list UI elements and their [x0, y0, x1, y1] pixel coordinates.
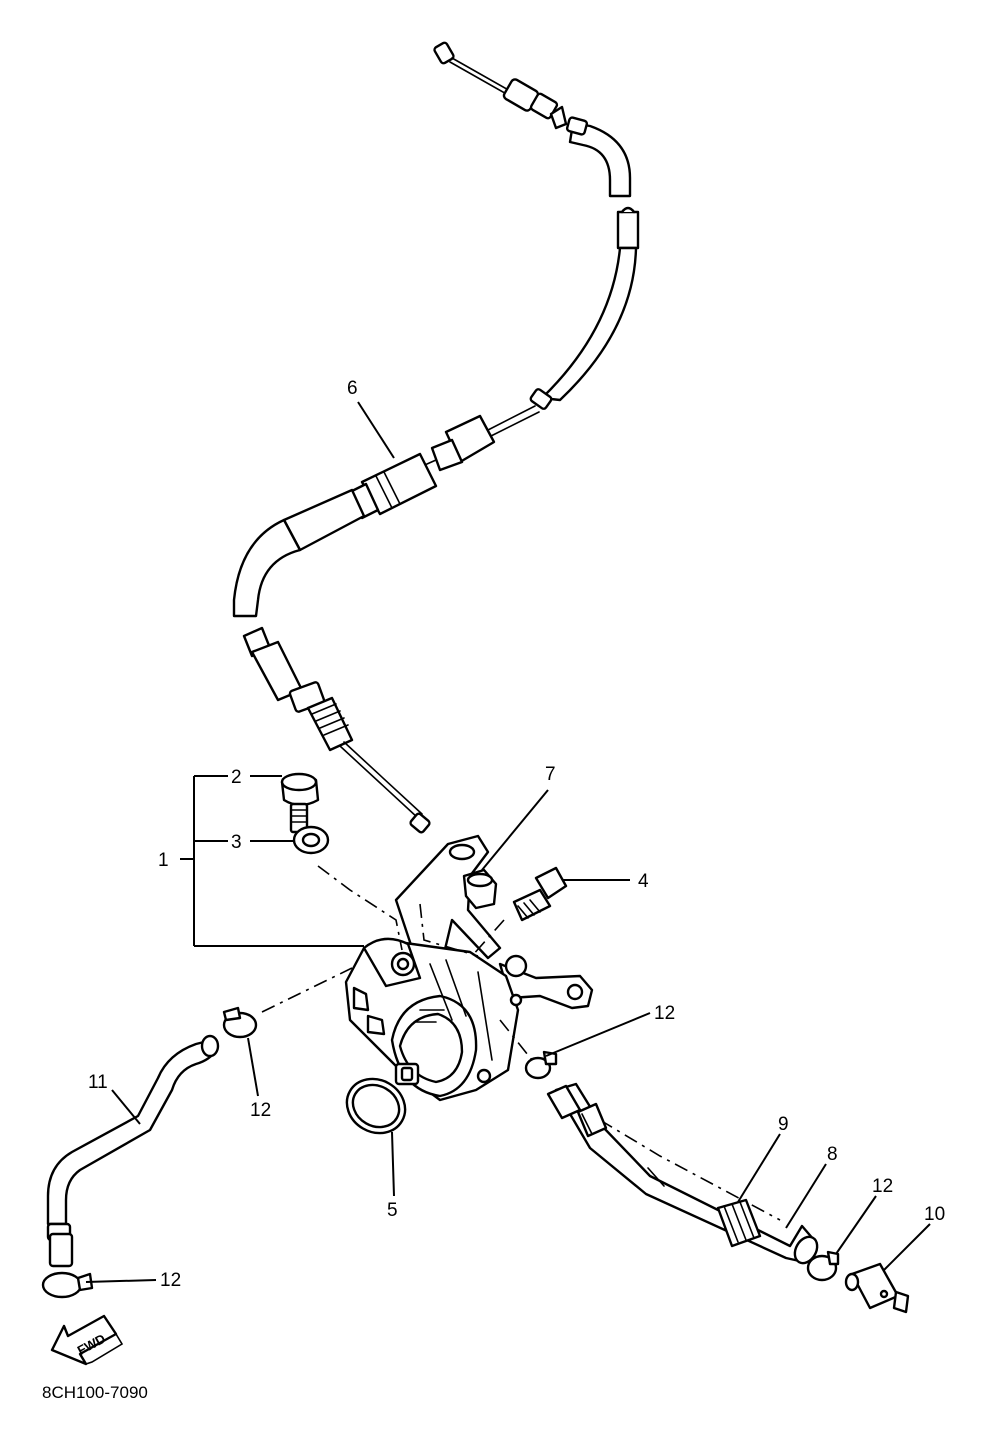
centerline-screw	[471, 919, 505, 957]
bolt-2[interactable]	[280, 772, 320, 834]
washer-3[interactable]	[292, 825, 330, 855]
clamp-12-lower-left[interactable]	[41, 1271, 94, 1299]
callout-1: 1	[158, 850, 169, 871]
callout-6: 6	[347, 378, 358, 399]
diagram-code: 8CH100-7090	[42, 1383, 148, 1402]
callout-10: 10	[924, 1204, 945, 1225]
clamp-12-right-lower[interactable]	[806, 1250, 840, 1282]
callout-7: 7	[545, 764, 556, 785]
callout-12-left-hose: 12	[250, 1100, 271, 1121]
callout-11: 11	[88, 1072, 108, 1093]
centerline-bracket	[419, 903, 479, 957]
centerline-hose-left	[261, 967, 353, 1013]
callout-2: 2	[231, 767, 242, 788]
centerline-washer	[317, 865, 403, 951]
clamp-12-right-upper[interactable]	[524, 1050, 558, 1080]
callout-5: 5	[387, 1200, 398, 1221]
oil-pump[interactable]	[344, 834, 594, 1102]
nut-7[interactable]	[462, 868, 498, 910]
callout-12-right-lower: 12	[872, 1176, 893, 1197]
hose-11[interactable]	[46, 1034, 220, 1268]
fitting-10[interactable]	[844, 1262, 910, 1314]
sleeve-9[interactable]	[576, 1102, 762, 1248]
centerline-right	[499, 1019, 533, 1061]
callout-4: 4	[638, 871, 649, 892]
callout-12-right-upper: 12	[654, 1003, 675, 1024]
fwd-arrow-icon: FWD	[50, 1314, 124, 1366]
callout-3: 3	[231, 832, 242, 853]
control-cable[interactable]	[232, 41, 640, 834]
o-ring-5[interactable]	[337, 1068, 415, 1143]
screw-4[interactable]	[512, 866, 568, 922]
callout-8: 8	[827, 1144, 838, 1165]
clamp-12-upper[interactable]	[222, 1006, 258, 1039]
callout-12-lower-left: 12	[160, 1270, 181, 1291]
leader-lines	[85, 401, 931, 1283]
callout-9: 9	[778, 1114, 789, 1135]
